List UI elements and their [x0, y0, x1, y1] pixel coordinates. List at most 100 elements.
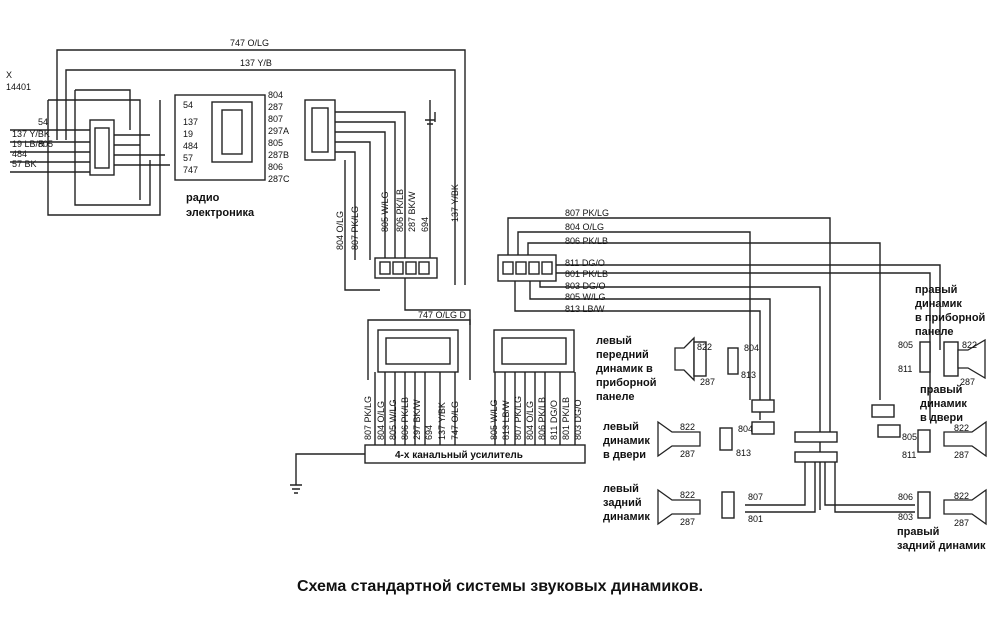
- speaker-wire: 811: [902, 450, 916, 460]
- amp-plug-right-inner: [501, 337, 567, 365]
- radio-left-pin: 484: [183, 141, 198, 151]
- splice-right: [871, 404, 895, 418]
- wire-label-137: 137 Y/B: [240, 58, 272, 68]
- radio-label-line2: электроника: [186, 207, 255, 219]
- bus-wire-label: 804 O/LG: [565, 222, 604, 232]
- radio-wire-label: 804 O/LG: [335, 211, 345, 250]
- speaker-label: передний: [596, 349, 649, 361]
- top-wires: 747 O/LG 137 Y/B: [56, 38, 466, 285]
- inline-connector-pin: [392, 261, 404, 275]
- radio-unit: 54 137 19 484 57 747 804 287 807 297A 80…: [174, 90, 290, 219]
- speaker-icon: [943, 488, 987, 526]
- speaker-label: панеле: [915, 326, 953, 338]
- speaker-wire: 803: [898, 512, 913, 522]
- speaker-pin: 822: [954, 423, 969, 433]
- radio-wire-label: 806 PK/LB: [395, 189, 405, 232]
- connector-pin-4: 484: [12, 149, 27, 159]
- bus-wire-label: 803 DG/O: [565, 281, 606, 291]
- radio-wire-label: 805 W/LG: [380, 191, 390, 232]
- speaker-label: правый: [915, 284, 957, 296]
- amp-right-wire: 803 DG/O: [573, 399, 583, 440]
- amp-right-wire: 801 PK/LB: [561, 397, 571, 440]
- speaker-wire: 801: [748, 514, 763, 524]
- speaker-label: панеле: [596, 391, 634, 403]
- inline-connector-pin: [405, 261, 417, 275]
- connector-id-line1: X: [6, 70, 12, 80]
- wire-connector: [719, 427, 733, 451]
- speaker-icon: [674, 336, 695, 382]
- radio-wire-label: 137 Y/BK: [450, 184, 460, 222]
- amp-right-wire: 804 O/LG: [525, 401, 535, 440]
- speaker-pin: 287: [960, 377, 975, 387]
- left-rear-speaker: левый задний динамик 822 287 807 801: [603, 483, 763, 527]
- amplifier-label: 4-х канальный усилитель: [395, 450, 523, 461]
- right-door-speaker: правый динамик в двери 805 811 822 287: [877, 384, 987, 460]
- radio-left-pin: 54: [183, 100, 193, 110]
- amp-left-wire: 805 W/LG: [388, 399, 398, 440]
- speaker-label: левый: [603, 483, 639, 495]
- radio-right-pin: 297A: [268, 126, 289, 136]
- speaker-label: динамик: [603, 511, 650, 523]
- speaker-pin: 822: [962, 340, 977, 350]
- radio-right-pin: 806: [268, 162, 283, 172]
- inline-connector-pin: [418, 261, 430, 275]
- radio-label-line1: радио: [186, 192, 220, 204]
- amp-right-wire: 813 LB/W: [501, 400, 511, 440]
- amp-left-wire: 806 PK/LB: [400, 397, 410, 440]
- speaker-wire: 805: [898, 340, 913, 350]
- speaker-icon: [657, 420, 701, 458]
- bus-wire-label: 807 PK/LG: [565, 208, 609, 218]
- speaker-pin: 822: [680, 422, 695, 432]
- bus-wire-label: 813 LB/W: [565, 304, 605, 314]
- amp-left-wire: 804 O/LG: [376, 401, 386, 440]
- speaker-label: левый: [603, 421, 639, 433]
- radio-left-pin: 747: [183, 165, 198, 175]
- speaker-pin: 287: [680, 449, 695, 459]
- speaker-bus: 807 PK/LG 804 O/LG 806 PK/LB 811 DG/O 80…: [497, 208, 941, 513]
- speaker-pin: 822: [954, 491, 969, 501]
- radio-left-pin: 19: [183, 129, 193, 139]
- wire-connector: [727, 347, 739, 375]
- left-front-speaker: левый передний динамик в приборной панел…: [596, 335, 759, 403]
- amp-right-wire: 807 PK/LG: [513, 396, 523, 440]
- speaker-wire: 804: [738, 424, 753, 434]
- speaker-label: в двери: [920, 412, 963, 424]
- splice-lower: [794, 451, 838, 463]
- connector-pin-1: 137 Y/BK: [12, 129, 50, 139]
- speaker-wire: 807: [748, 492, 763, 502]
- speaker-connector: [693, 341, 707, 377]
- speaker-label: приборной: [596, 377, 656, 389]
- speaker-pin: 287: [954, 450, 969, 460]
- splice-left: [751, 399, 775, 413]
- wire-label-747-d: 747 O/LG D: [418, 310, 467, 320]
- bus-wire-label: 801 PK/LB: [565, 269, 608, 279]
- amp-left-wire: 747 O/LG: [450, 401, 460, 440]
- connector-pin-5: 57 BK: [12, 159, 37, 169]
- radio-chip-inner: [221, 109, 243, 155]
- speaker-label: в двери: [603, 449, 646, 461]
- radio-left-pin: 137: [183, 117, 198, 127]
- speaker-label: в приборной: [915, 312, 985, 324]
- amplifier: 4-х канальный усилитель 807 PK/LG 804 O/…: [290, 319, 586, 494]
- inline-connector-pin: [379, 261, 391, 275]
- diagram-caption: Схема стандартной системы звуковых динам…: [296, 578, 704, 595]
- speaker-icon: [657, 488, 701, 526]
- bus-connector-pin: [528, 261, 540, 275]
- radio-right-pin: 807: [268, 114, 283, 124]
- speaker-label: динамик: [920, 398, 967, 410]
- wire-connector: [919, 341, 931, 373]
- radio-left-pin: 57: [183, 153, 193, 163]
- left-door-speaker: левый динамик в двери 822 287 804 813: [603, 420, 775, 461]
- amp-right-wire: 806 PK/LB: [537, 397, 547, 440]
- connector-x-inner: [94, 127, 110, 169]
- speaker-pin: 287: [680, 517, 695, 527]
- wire-label-747: 747 O/LG: [230, 38, 269, 48]
- speaker-label: динамик: [915, 298, 962, 310]
- amp-left-wire: 297 BK/W: [412, 399, 422, 440]
- splice-door-left: [751, 421, 775, 435]
- speaker-wire: 805: [902, 432, 917, 442]
- speaker-pin: 287: [954, 518, 969, 528]
- speaker-label: правый: [897, 526, 939, 538]
- splice-upper: [794, 431, 838, 443]
- radio-plug-harness: 804 O/LG 807 PK/LG 805 W/LG 806 PK/LB 28…: [304, 99, 471, 325]
